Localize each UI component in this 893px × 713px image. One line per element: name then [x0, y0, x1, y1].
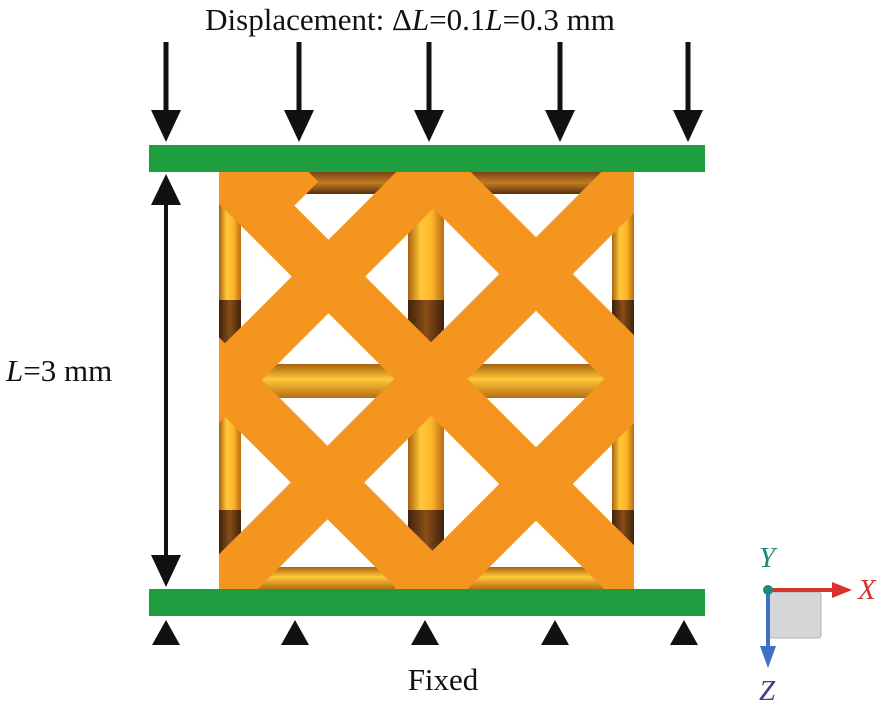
- load-arrow-4: [545, 42, 575, 142]
- load-arrow-5: [673, 42, 703, 142]
- displacement-caption: Displacement: ΔL=0.1L=0.3 mm: [205, 2, 615, 37]
- load-arrows: [151, 42, 703, 142]
- lattice-structure: [219, 172, 634, 589]
- z-axis-arrowhead: [760, 646, 776, 668]
- support-triangle-5: [670, 620, 698, 645]
- triad-cube: [768, 591, 822, 639]
- load-arrow-2: [284, 42, 314, 142]
- y-axis-dot: [763, 585, 773, 595]
- support-triangle-1: [152, 620, 180, 645]
- support-triangle-2: [281, 620, 309, 645]
- support-triangle-3: [411, 620, 439, 645]
- x-axis-arrowhead: [832, 582, 852, 598]
- length-dimension-arrow: [151, 174, 181, 587]
- load-arrow-3: [414, 42, 444, 142]
- bottom-plate: [149, 589, 705, 616]
- fixed-label: Fixed: [408, 662, 479, 697]
- x-axis-label: X: [857, 574, 877, 606]
- z-axis-label: Z: [759, 675, 776, 707]
- y-axis-label: Y: [759, 542, 778, 574]
- support-triangle-4: [541, 620, 569, 645]
- length-label: L=3 mm: [5, 353, 112, 388]
- diagonal-struts: [219, 172, 634, 589]
- fixed-supports: [152, 620, 698, 645]
- axis-triad: X Y Z: [759, 542, 877, 707]
- load-arrow-1: [151, 42, 181, 142]
- top-plate: [149, 145, 705, 172]
